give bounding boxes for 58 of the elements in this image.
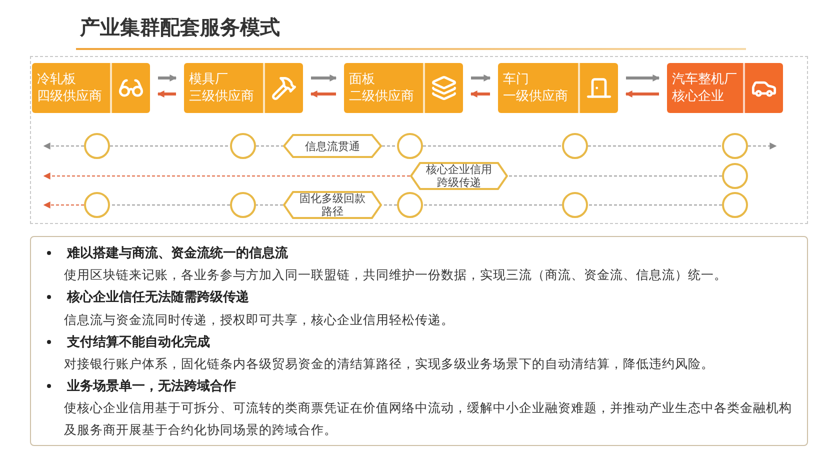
bullet-text: 使用区块链来记账，各业务参与方加入同一联盟链，共同维护一份数据，实现三流（商流、资金流、信息流）统一。 <box>63 266 728 284</box>
supplier-box <box>184 63 303 113</box>
company-name: 面板 <box>349 71 376 88</box>
bullet-text: 对接银行账户体系，固化链条内各级贸易资金的清结算路径，实现多级业务场景下的自动清结算，降低违约风险。 <box>63 354 715 373</box>
company-name: 车门 <box>503 71 530 88</box>
flow-label: 信息流贯通 <box>304 140 361 152</box>
flow-label: 固化多级回款路径 <box>298 192 366 218</box>
hexagon-label <box>410 162 508 190</box>
arrow <box>43 172 410 180</box>
arrow <box>43 202 84 208</box>
arrow <box>748 142 777 150</box>
node-circle <box>397 192 423 218</box>
node-circle <box>84 192 110 218</box>
bullet-text: 信息流与资金流同时传递，授权即可共享，核心企业信用轻松传递。 <box>63 310 455 328</box>
company-name: 模具厂 <box>189 71 229 88</box>
company-name: 汽车整机厂 <box>672 71 738 88</box>
tier-label: 四级供应商 <box>37 88 103 105</box>
dashed-line <box>256 204 284 206</box>
arrow <box>471 74 491 82</box>
dashed-line <box>422 204 562 206</box>
node-circle <box>230 133 256 159</box>
hexagon-label <box>283 134 382 158</box>
tier-label: 核心企业 <box>672 88 725 105</box>
node-circle <box>230 192 256 218</box>
bullet-text: 使核心企业信用基于可拆分、可流转的类商票凭证在价值网络中流动，缓解中小企业融资难题，并推动产业生态中各类金融机构及服务商开展基于合约化协同场景的跨域合作。 <box>63 399 793 439</box>
bullet-heading: 核心企业信任无法随需跨级传递 <box>67 288 249 306</box>
node-circle <box>397 133 423 159</box>
flow-label: 核心企业信用跨级传递 <box>425 163 493 189</box>
node-circle <box>562 192 588 218</box>
arrow <box>311 74 337 82</box>
arrow <box>626 74 660 82</box>
node-circle <box>84 133 110 159</box>
tier-label: 二级供应商 <box>349 88 415 105</box>
node-circle <box>722 133 748 159</box>
arrow <box>43 142 84 150</box>
arrow <box>158 74 177 82</box>
supplier-box <box>667 63 783 113</box>
node-circle <box>722 163 748 189</box>
dashed-line <box>382 204 398 206</box>
tier-label: 一级供应商 <box>503 88 569 105</box>
supplier-box <box>344 63 463 113</box>
dashed-line <box>110 204 230 206</box>
supplier-box <box>498 63 618 113</box>
arrow <box>310 90 336 98</box>
bullet-heading: 支付结算不能自动化完成 <box>67 334 210 351</box>
node-circle <box>722 192 748 218</box>
dashed-line <box>588 204 722 206</box>
arrow <box>625 90 659 98</box>
company-name: 冷轧板 <box>37 71 77 88</box>
page-title: 产业集群配套服务模式 <box>80 14 280 41</box>
hexagon-label <box>283 191 382 219</box>
tier-label: 三级供应商 <box>189 88 255 105</box>
node-circle <box>562 133 588 159</box>
arrow <box>157 90 176 98</box>
arrow <box>470 90 490 98</box>
supplier-box <box>32 63 150 113</box>
bullet-heading: 业务场景单一，无法跨域合作 <box>67 378 236 395</box>
bullet-heading: 难以搭建与商流、资金流统一的信息流 <box>67 244 288 262</box>
